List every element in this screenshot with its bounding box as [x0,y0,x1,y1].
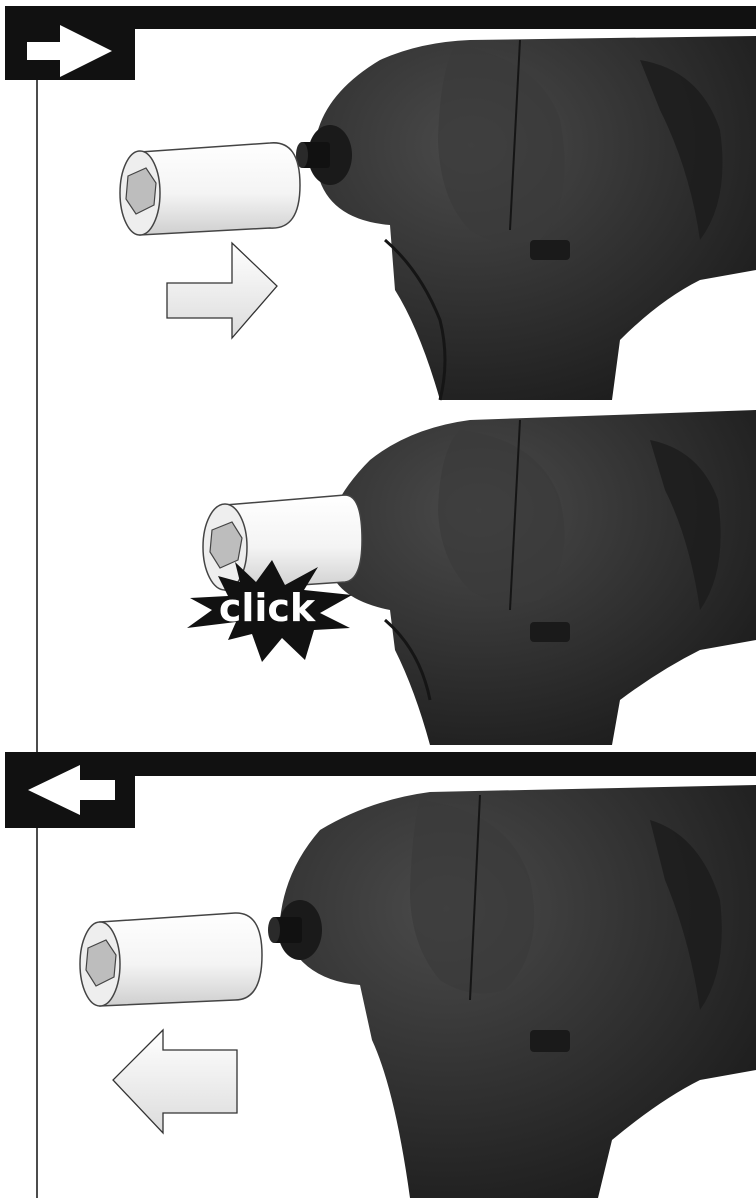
section-engaged: click [187,410,756,745]
socket [120,143,300,235]
section-remove [5,752,756,1198]
socket [203,495,362,590]
push-direction-arrow [167,243,277,338]
click-label: click [219,586,316,630]
impact-driver-tool [268,785,756,1198]
arrow-left-icon [5,752,135,828]
impact-driver-tool [296,36,756,400]
pull-direction-arrow [113,1030,237,1133]
section-install [5,6,756,400]
arrow-right-icon [5,6,135,80]
socket [80,913,262,1006]
impact-driver-tool [330,410,756,745]
